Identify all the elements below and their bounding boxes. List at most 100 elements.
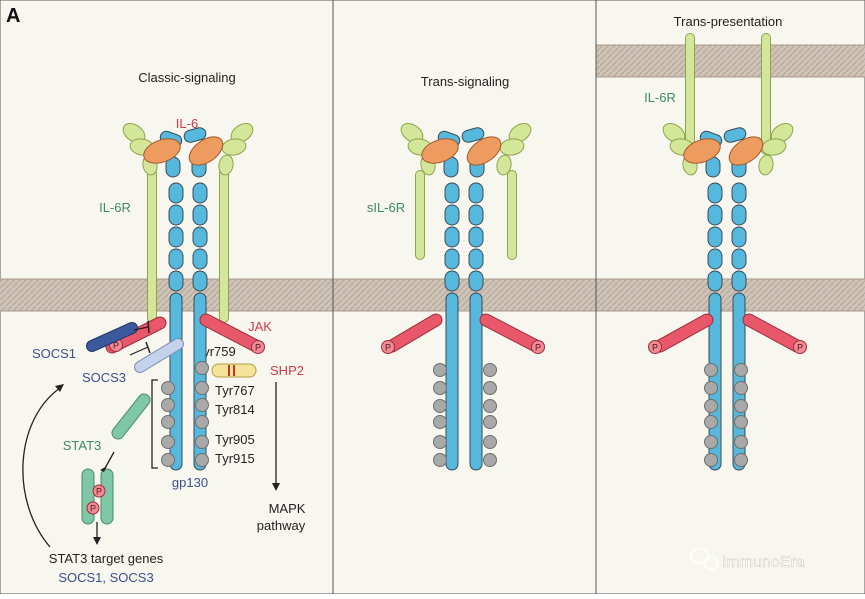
- gp130-domain: [192, 204, 208, 226]
- gp130-domain: [192, 270, 208, 292]
- phospho-label: P: [90, 504, 96, 514]
- gp130-domain: [731, 248, 747, 270]
- shp2-label: SHP2: [270, 363, 304, 378]
- jak-right-presentation: P: [742, 313, 807, 354]
- tyrosine-residue: [704, 435, 718, 449]
- gp130-left-trans: [444, 182, 460, 471]
- gp130-d1: [723, 127, 747, 143]
- gp130-domain: [707, 248, 723, 270]
- phospho-label: P: [255, 343, 261, 353]
- jak-right-trans: P: [479, 313, 545, 354]
- tyrosine-residue: [704, 399, 718, 413]
- inhibition-bar: [147, 320, 150, 334]
- gp130-domain: [731, 204, 747, 226]
- phospho-label: P: [96, 487, 102, 497]
- socs3-protein-fill: [135, 339, 183, 372]
- watermark: ImmunoEra: [690, 547, 805, 571]
- gp130-stem: [445, 292, 459, 471]
- il6r-label-presentation: IL-6R: [644, 90, 676, 105]
- gp130-domain: [168, 248, 184, 270]
- tyrosine-residue: [161, 453, 175, 467]
- gp130-domain: [707, 226, 723, 248]
- gp130-domain: [168, 270, 184, 292]
- tyrosine-bracket: [151, 379, 158, 469]
- socs1-label: SOCS1: [32, 346, 76, 361]
- tyr767-label: Tyr767: [215, 383, 255, 398]
- tyrosine-residue: [433, 381, 447, 395]
- jak-left-classic: P: [105, 316, 167, 354]
- arrow-head: [93, 537, 101, 545]
- gp130-domain: [192, 226, 208, 248]
- gp130-domain: [168, 226, 184, 248]
- phospho-circle: [381, 340, 395, 354]
- gp130-domain: [468, 270, 484, 292]
- gp130-stem: [469, 292, 483, 471]
- jak-body: [386, 314, 442, 352]
- phospho-label: P: [797, 343, 803, 353]
- phospho-circle: [531, 340, 545, 354]
- il6-cytokine: [421, 138, 459, 164]
- arrow-head: [272, 483, 280, 491]
- panel-title-classic: Classic-signaling: [138, 70, 236, 85]
- gp130-domain: [731, 182, 747, 204]
- tyrosine-residue: [483, 453, 497, 467]
- il6-cytokine: [683, 138, 721, 164]
- wechat-icon: [690, 547, 719, 570]
- tyrosine-residue: [734, 363, 748, 377]
- inhibition-line: [133, 326, 149, 331]
- tyrosine-residue: [161, 398, 175, 412]
- jak-label: JAK: [248, 319, 272, 334]
- stat3-label: STAT3: [63, 438, 102, 453]
- tyrosine-residue: [734, 381, 748, 395]
- mapk-label-line1: MAPK: [269, 501, 306, 516]
- tyr905-label: Tyr905: [215, 432, 255, 447]
- il6r-lobe: [758, 154, 774, 176]
- tyr-right-trans: [483, 363, 497, 467]
- gp130-domain: [468, 226, 484, 248]
- tyrosine-residue: [433, 415, 447, 429]
- gp130-d1: [461, 127, 485, 143]
- tyrosine-residue: [433, 363, 447, 377]
- gp130-domain: [468, 204, 484, 226]
- il6-cytokine: [728, 136, 764, 166]
- watermark-text: ImmunoEra: [722, 554, 805, 571]
- jak-right-classic: P: [199, 313, 265, 354]
- tyrosine-residue: [734, 435, 748, 449]
- jak-left-trans: P: [381, 313, 443, 354]
- phospho-label: P: [113, 341, 119, 351]
- jak-body: [200, 314, 262, 352]
- tyr-left-classic: [161, 381, 175, 467]
- tyrosine-residue: [195, 398, 209, 412]
- phospho-circle: [92, 484, 106, 498]
- tyrosine-residue: [195, 361, 209, 375]
- socs1-protein-fill: [87, 323, 137, 351]
- il6-cytokine: [188, 136, 224, 166]
- panel-title-trans: Trans-signaling: [421, 74, 509, 89]
- socs3-label: SOCS3: [82, 370, 126, 385]
- figure-letter: A: [6, 5, 20, 27]
- jak-body: [480, 314, 542, 352]
- gp130-domain: [707, 270, 723, 292]
- gp130-domain: [192, 248, 208, 270]
- jak-left-presentation: P: [648, 313, 714, 354]
- gp130-label: gp130: [172, 475, 208, 490]
- tyrosine-residue: [161, 415, 175, 429]
- tyr-right-presentation: [734, 363, 748, 467]
- target-genes-list: SOCS1, SOCS3: [58, 570, 153, 585]
- tyrosine-residue: [161, 435, 175, 449]
- tyrosine-residue: [704, 363, 718, 377]
- tyrosine-residue: [483, 435, 497, 449]
- phospho-label: P: [652, 343, 658, 353]
- gp130-domain: [444, 226, 460, 248]
- tyrosine-residue: [734, 415, 748, 429]
- phospho-circle: [86, 501, 100, 515]
- tyrosine-residue: [734, 453, 748, 467]
- arrow-head: [100, 466, 107, 472]
- gp130-domain: [192, 182, 208, 204]
- il6r-lobe: [218, 154, 234, 176]
- tyrosine-residue: [483, 399, 497, 413]
- gp130-domain: [468, 182, 484, 204]
- phospho-circle: [793, 340, 807, 354]
- phospho-label: P: [385, 343, 391, 353]
